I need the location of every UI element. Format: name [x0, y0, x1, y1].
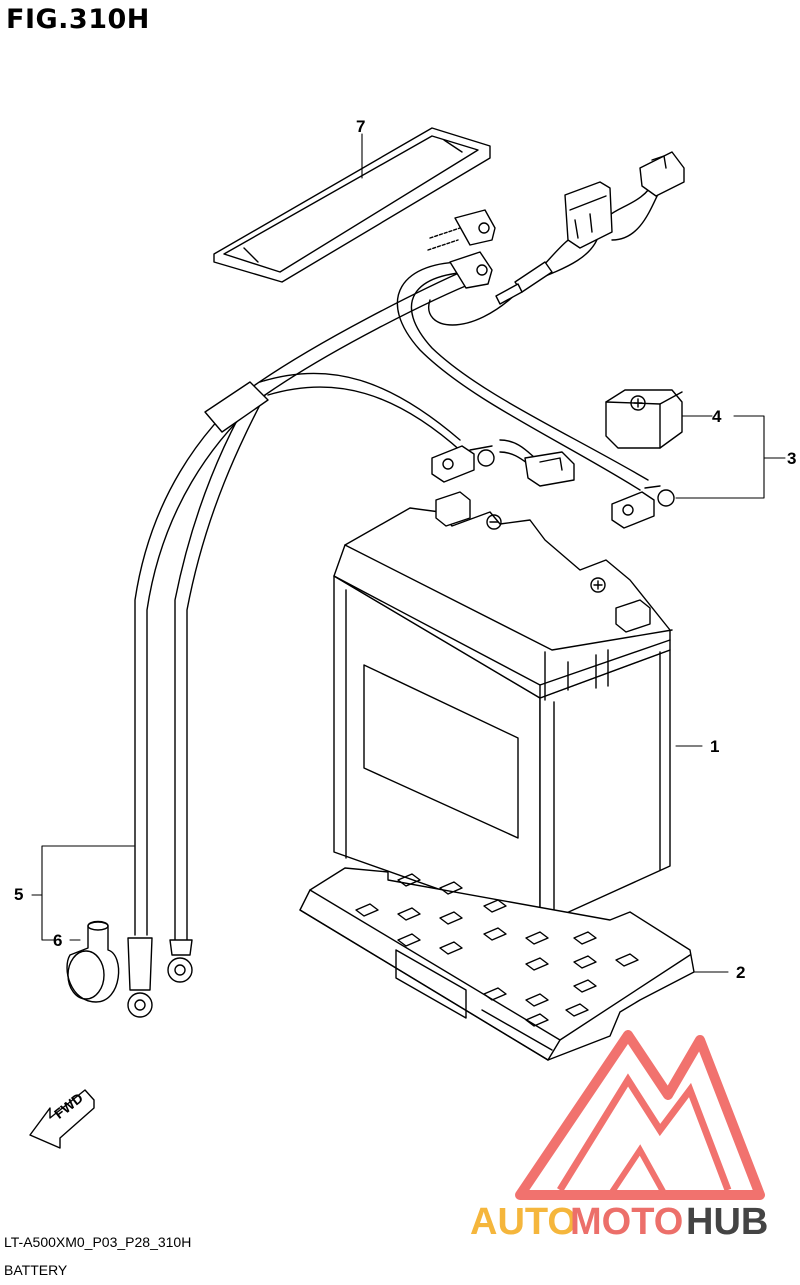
- battery-strap: [213, 127, 491, 283]
- cable-end-lug-right: [167, 939, 193, 983]
- harness-terminal-top: [427, 209, 496, 289]
- callout-1: 1: [710, 737, 719, 756]
- terminal-bolt-positive: [611, 485, 675, 529]
- cable-end-lug-left: [127, 937, 153, 1018]
- watermark-logo: [515, 1030, 765, 1200]
- watermark-text: AUTO MOTO HUB: [470, 1201, 768, 1243]
- leader-lines: [31, 133, 786, 973]
- watermark-moto: MOTO: [570, 1201, 683, 1243]
- callout-2: 2: [736, 963, 745, 982]
- fwd-arrow-icon: [29, 1089, 95, 1149]
- fuse-holder: [564, 181, 613, 249]
- inline-connector: [495, 261, 553, 305]
- callout-6: 6: [53, 931, 62, 950]
- battery-tray: [299, 867, 695, 1061]
- small-plug-connector: [524, 451, 575, 487]
- callout-5: 5: [14, 885, 23, 904]
- terminal-bolt-negative: [431, 445, 495, 483]
- figure-code: LT-A500XM0_P03_P28_310H: [4, 1234, 192, 1250]
- terminal-boot: [66, 920, 120, 1003]
- watermark-hub: HUB: [686, 1201, 768, 1243]
- figure-title: FIG.310H: [6, 4, 150, 35]
- callout-7: 7: [356, 117, 365, 136]
- callout-4: 4: [712, 407, 722, 426]
- callout-3: 3: [787, 449, 796, 468]
- terminal-cover: [605, 389, 683, 449]
- figure-caption: BATTERY: [4, 1262, 68, 1278]
- tray-holes: [355, 873, 639, 1027]
- watermark-auto: AUTO: [470, 1201, 577, 1243]
- battery: [333, 491, 673, 926]
- connector-top-right: [639, 151, 685, 197]
